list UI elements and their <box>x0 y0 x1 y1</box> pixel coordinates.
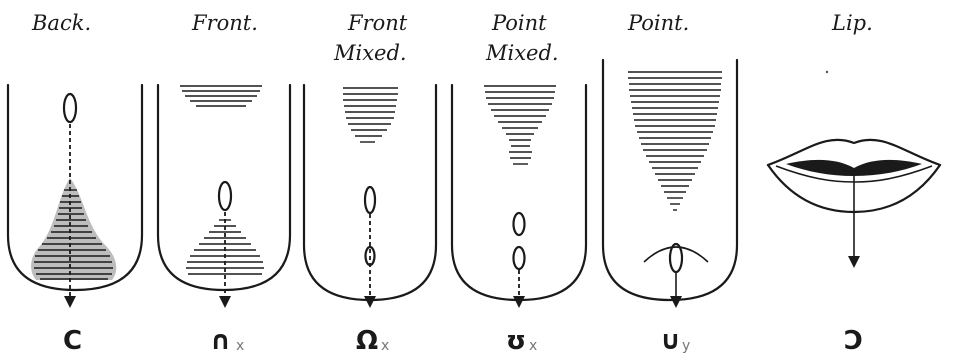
symbol-back: C <box>63 326 82 356</box>
tongue-outline <box>304 85 436 300</box>
tongue-outline <box>452 85 586 300</box>
hatched-palate-region <box>484 86 556 164</box>
stop-ring-lower <box>514 247 525 269</box>
arrow-head <box>848 256 860 268</box>
stop-ring <box>219 182 231 210</box>
panel-front-mixed: Ω x <box>304 85 436 356</box>
title-lip: Lip. <box>831 11 873 35</box>
panel-point: ∪ y <box>603 60 737 356</box>
arrow-head <box>64 296 76 308</box>
mark-point-mixed: x <box>529 338 537 354</box>
panel-back: C <box>8 85 142 356</box>
arrow-head <box>513 296 525 308</box>
symbol-point: ∪ <box>660 326 681 356</box>
title-front-mixed-line1: Front <box>347 11 408 35</box>
symbol-front-mixed: Ω <box>356 326 378 356</box>
panel-lip: Ↄ <box>768 71 940 356</box>
dot-mark <box>826 71 828 73</box>
hatched-palate-region <box>343 88 398 142</box>
panel-point-mixed: ʊ x <box>452 85 586 356</box>
mark-front-mixed: x <box>381 338 389 354</box>
arrow-head <box>219 296 231 308</box>
mark-front: x <box>236 338 244 354</box>
stop-ring <box>670 244 682 272</box>
upper-lip-outline <box>768 140 940 165</box>
stop-ring-upper <box>365 187 375 213</box>
hatched-tongue-region <box>31 178 116 280</box>
arrow-head <box>670 296 682 308</box>
title-back: Back. <box>31 11 91 35</box>
symbol-point-mixed: ʊ <box>506 326 526 356</box>
tongue-tip-arc <box>644 247 708 262</box>
title-point: Point. <box>627 11 689 35</box>
mouth-opening <box>786 160 922 176</box>
stop-ring <box>64 94 76 122</box>
mark-point: y <box>682 338 690 354</box>
stop-ring-upper <box>514 213 525 235</box>
title-point-mixed-line1: Point <box>491 11 547 35</box>
title-front-mixed-line2: Mixed. <box>333 41 407 65</box>
title-front: Front. <box>191 11 258 35</box>
symbol-front: ∩ <box>210 326 231 356</box>
symbol-lip: Ↄ <box>844 326 863 356</box>
tongue-outline <box>158 85 290 290</box>
arrow-head <box>364 296 376 308</box>
panel-front: ∩ x <box>158 85 290 356</box>
hatched-palate-region <box>180 86 262 106</box>
title-point-mixed-line2: Mixed. <box>485 41 559 65</box>
hatched-palate-region <box>628 72 722 210</box>
